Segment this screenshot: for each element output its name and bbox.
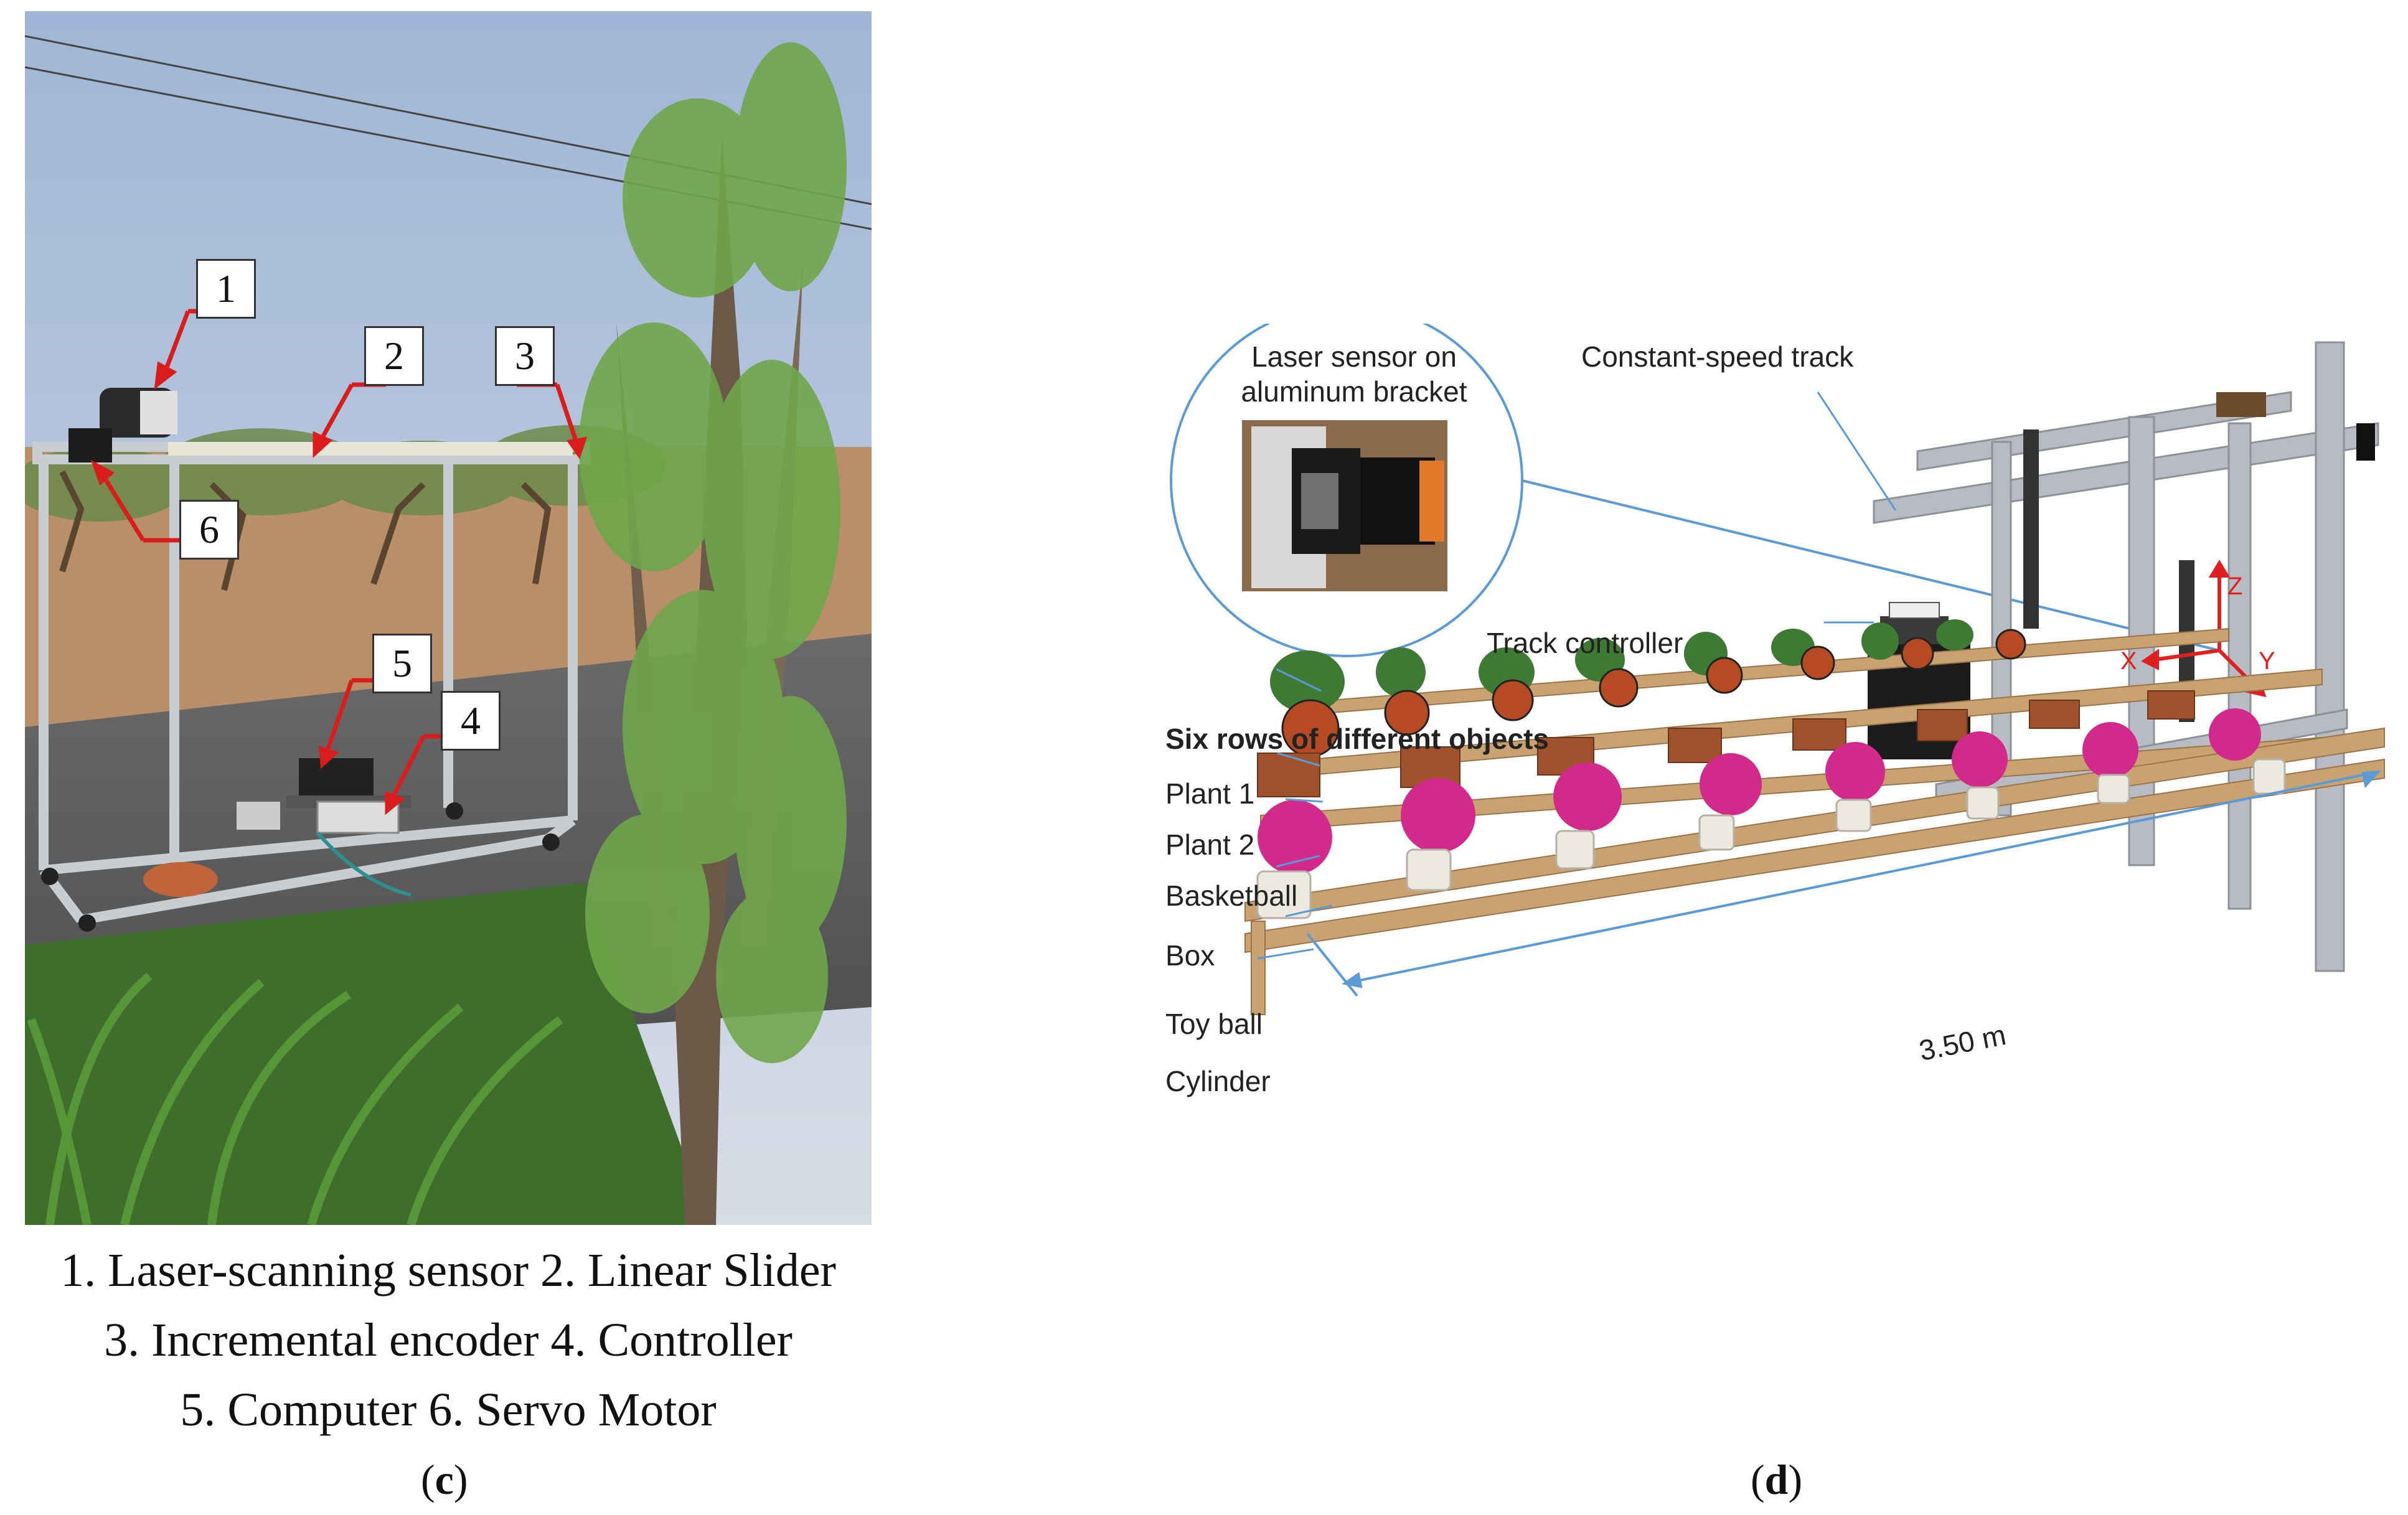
panel-label-d: (d): [1751, 1456, 1803, 1503]
track-controller-label: Track controller: [1487, 627, 1683, 659]
setup-diagram: [1170, 324, 2385, 1015]
basketball-row: [1281, 629, 2026, 758]
caption-line-3: 5. Computer 6. Servo Motor: [180, 1384, 717, 1436]
callout-1: 1: [196, 259, 256, 319]
panel-label-c: (c): [421, 1456, 468, 1503]
callout-5: 5: [372, 634, 432, 693]
row-label-plant-2: Plant 2: [1165, 828, 1255, 861]
toy-ball-row: [1258, 708, 2261, 875]
inset-label-line-2: aluminum bracket: [1241, 375, 1467, 408]
inset-label-line-1: Laser sensor on: [1251, 340, 1457, 373]
row-label-box: Box: [1165, 939, 1215, 972]
caption-line-1: 1. Laser-scanning sensor 2. Linear Slide…: [60, 1244, 836, 1297]
row-label-cylinder: Cylinder: [1165, 1065, 1271, 1097]
axis-label-z: Z: [2227, 573, 2243, 600]
callout-2: 2: [364, 326, 424, 386]
field-photo: 1 2 3 4 5 6: [25, 11, 872, 1225]
cylinder-row: [1256, 758, 2286, 919]
row-label-plant-1: Plant 1: [1165, 777, 1255, 810]
callout-4: 4: [441, 691, 501, 751]
row-label-basketball: Basketball: [1165, 879, 1298, 912]
callout-3: 3: [495, 326, 555, 386]
constant-speed-track-label: Constant-speed track: [1581, 340, 1854, 373]
dimension-line: [1306, 770, 2381, 997]
row-label-toy-ball: Toy ball: [1165, 1008, 1263, 1040]
axis-label-y: Y: [2259, 647, 2275, 675]
axis-label-x: X: [2120, 647, 2137, 675]
rows-title: Six rows of different objects: [1165, 723, 1549, 755]
callout-6: 6: [179, 500, 239, 560]
caption-line-2: 3. Incremental encoder 4. Controller: [104, 1314, 792, 1366]
